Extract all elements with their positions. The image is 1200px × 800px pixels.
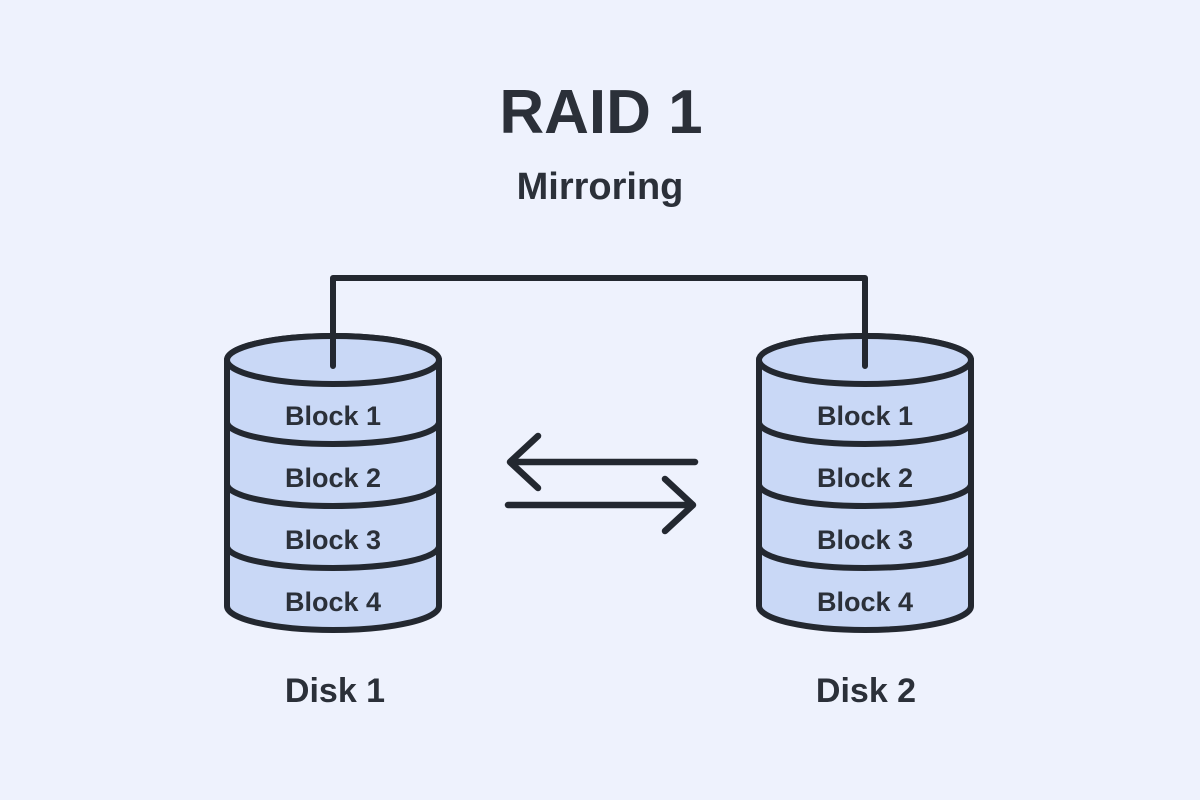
disk-1-cylinder: Block 1 Block 2 Block 3 Block 4: [224, 333, 442, 633]
sync-arrow-right-icon: [504, 475, 697, 535]
disk-2-separator-2: [756, 481, 974, 509]
disk-2-block-1-label: Block 1: [817, 401, 913, 431]
disk-1-block-3-label: Block 3: [285, 525, 381, 555]
disk-1-separator-1: [224, 419, 442, 447]
disk-1-block-2-label: Block 2: [285, 463, 381, 493]
page-title: RAID 1: [499, 78, 702, 147]
page-subtitle: Mirroring: [517, 166, 684, 208]
sync-arrow-left-icon: [506, 432, 699, 492]
disk-2-separator-3: [756, 543, 974, 571]
disk-2-separator-1: [756, 419, 974, 447]
disk-2-block-2-label: Block 2: [817, 463, 913, 493]
disk-1-block-1-label: Block 1: [285, 401, 381, 431]
sync-arrows: [504, 432, 699, 535]
disk-1-block-4-label: Block 4: [285, 587, 381, 617]
disk-2-block-4-label: Block 4: [817, 587, 913, 617]
disk-1-separator-3: [224, 543, 442, 571]
disk-2-label: Disk 2: [816, 672, 916, 710]
disk-1-separator-2: [224, 481, 442, 509]
mirror-link-line: [330, 275, 868, 369]
disk-2-cylinder: Block 1 Block 2 Block 3 Block 4: [756, 333, 974, 633]
disk-1-label: Disk 1: [285, 672, 385, 710]
disk-2-block-3-label: Block 3: [817, 525, 913, 555]
